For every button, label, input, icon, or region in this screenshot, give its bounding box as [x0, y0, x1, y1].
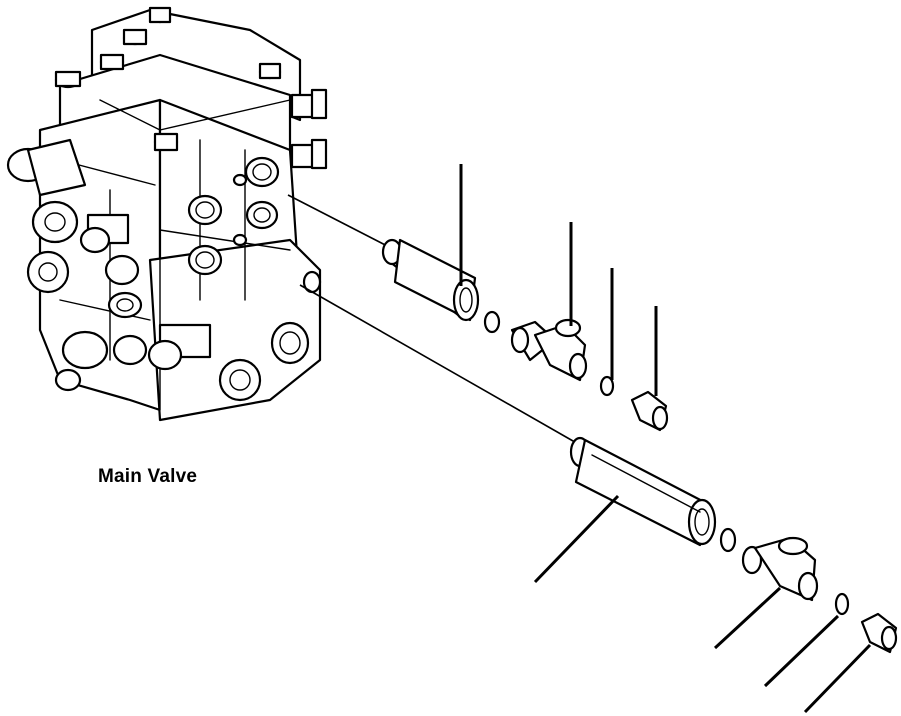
lower-sleeve: [569, 436, 717, 547]
top-bolts: [54, 6, 282, 152]
valve-ports: [187, 156, 322, 294]
upper-o-ring-1: [483, 310, 501, 334]
assembly-lines: [287, 194, 581, 446]
upper-sleeve: [381, 238, 480, 322]
side-fittings: [290, 88, 328, 170]
upper-plug: [630, 390, 669, 432]
upper-o-ring-2: [599, 375, 615, 397]
leader-line-lower-o-ring: [763, 614, 840, 688]
leader-line-lower-sleeve: [533, 494, 620, 584]
upper-elbow-fitting: [510, 318, 588, 382]
lower-o-ring-1: [719, 527, 737, 553]
solenoids: [6, 138, 310, 402]
lower-elbow-fitting: [741, 536, 819, 602]
lower-plug: [860, 612, 898, 654]
leader-line-lower-plug: [803, 643, 872, 714]
main-valve-label: Main Valve: [98, 466, 198, 487]
main-valve-body: [6, 6, 328, 422]
leader-line-lower-elbow: [713, 586, 782, 650]
lower-o-ring-2: [834, 592, 850, 616]
